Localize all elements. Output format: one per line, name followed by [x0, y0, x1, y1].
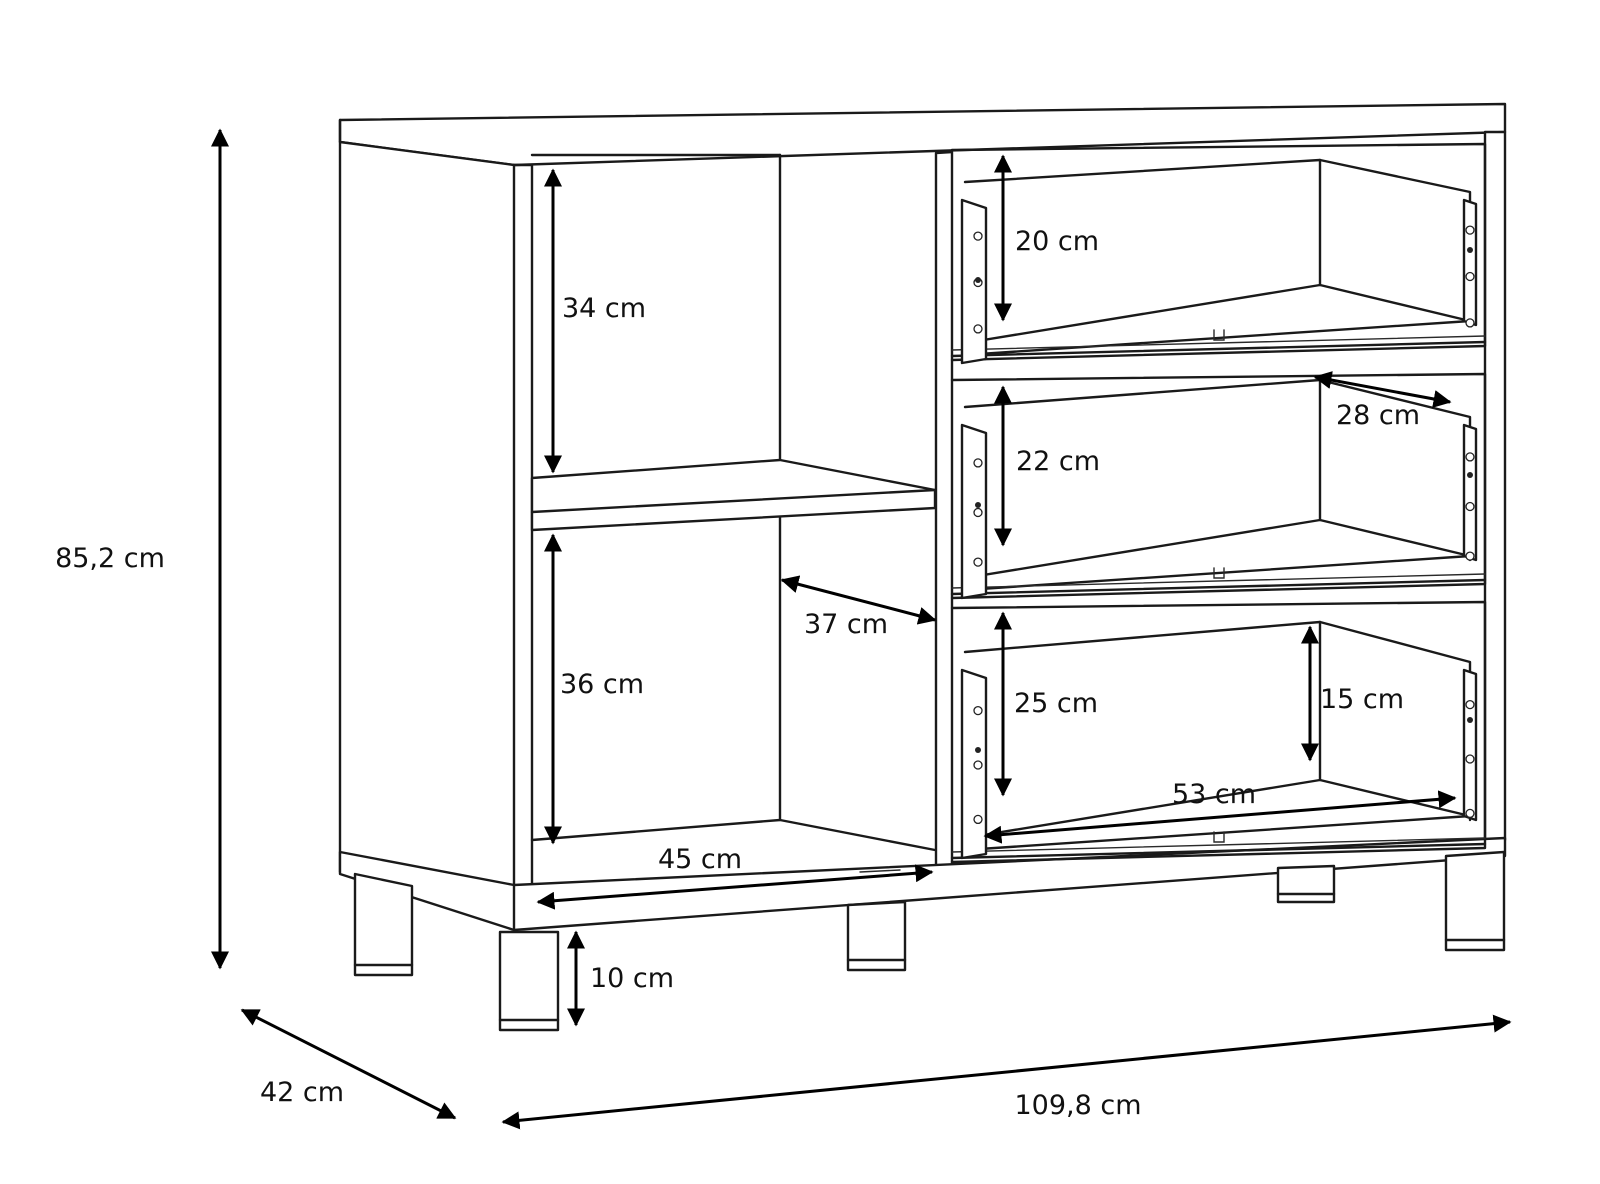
- lower-shelf-height-label: 36 cm: [560, 669, 644, 700]
- leg-back-left: [353, 872, 414, 977]
- legs: [353, 850, 1506, 1032]
- drawer2-depth-label: 28 cm: [1336, 400, 1420, 431]
- right-post: [1483, 130, 1507, 844]
- leg-front-right: [1444, 850, 1506, 952]
- drawer2-depth-arrow: [1313, 371, 1452, 408]
- shelf-depth-arrow: [780, 575, 937, 625]
- drawer3-inner-height-label: 15 cm: [1320, 684, 1404, 715]
- drawer-bottom[interactable]: [950, 600, 1487, 864]
- shelf: [530, 458, 937, 532]
- overall-depth-label: 42 cm: [260, 1077, 344, 1108]
- sideboard-body: [338, 102, 1507, 932]
- drawer-top[interactable]: [950, 142, 1487, 365]
- upper-shelf-height-label: 34 cm: [562, 293, 646, 324]
- open-compartment: [530, 153, 937, 873]
- shelf-width-label: 45 cm: [658, 844, 742, 875]
- drawer3-height-label: 25 cm: [1014, 688, 1098, 719]
- overall-height-label: 85,2 cm: [55, 543, 165, 574]
- overall-width-arrow: [501, 1014, 1512, 1130]
- overall-depth-arrow: [240, 1008, 457, 1120]
- drawer1-height-label: 20 cm: [1015, 226, 1099, 257]
- leg-back-right: [1276, 864, 1336, 904]
- dimension-arrows: [211, 128, 1512, 1130]
- drawer-width-arrow: [983, 790, 1457, 844]
- drawer2-height-label: 22 cm: [1016, 446, 1100, 477]
- shelf-depth-label: 37 cm: [804, 609, 888, 640]
- center-divider: [934, 150, 954, 876]
- shelf-width-arrow: [536, 864, 934, 910]
- left-side-panel: [338, 140, 516, 914]
- dimension-labels: 85,2 cm 42 cm 109,8 cm 10 cm 34 cm 36 cm…: [55, 226, 1420, 1121]
- top-board: [338, 102, 1507, 167]
- leg-height-label: 10 cm: [590, 963, 674, 994]
- leg-front-left: [498, 930, 560, 1032]
- drawer-width-label: 53 cm: [1172, 779, 1256, 810]
- overall-width-label: 109,8 cm: [1014, 1090, 1141, 1121]
